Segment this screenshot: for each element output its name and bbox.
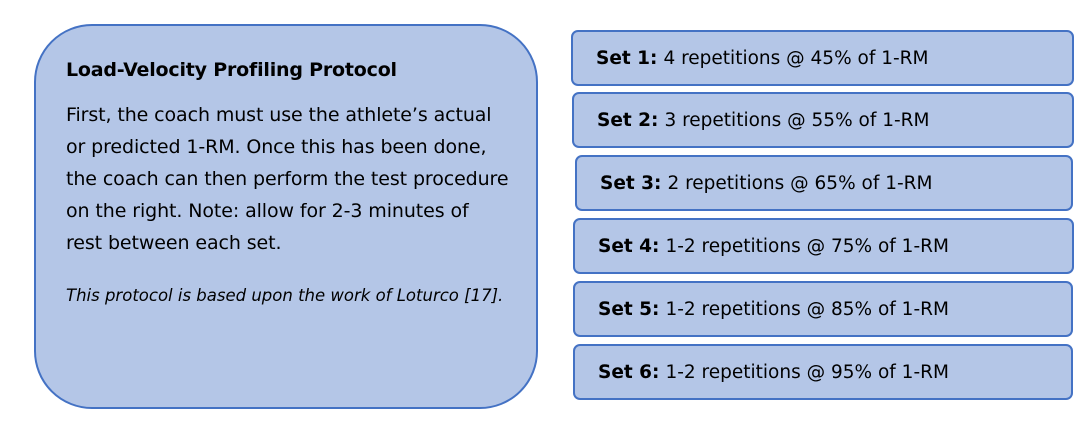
- set-label: Set 4:: [598, 235, 660, 257]
- set-box-5: Set 5: 1-2 repetitions @ 85% of 1-RM: [573, 281, 1073, 337]
- set-description: 4 repetitions @ 45% of 1-RM: [663, 47, 929, 69]
- set-box-6: Set 6: 1-2 repetitions @ 95% of 1-RM: [573, 344, 1073, 400]
- protocol-description-box: Load-Velocity Profiling Protocol First, …: [34, 24, 538, 409]
- set-box-4: Set 4: 1-2 repetitions @ 75% of 1-RM: [573, 218, 1074, 274]
- set-label: Set 2:: [597, 109, 659, 131]
- protocol-body-text: First, the coach must use the athlete’s …: [66, 104, 509, 254]
- set-description: 3 repetitions @ 55% of 1-RM: [664, 109, 930, 131]
- protocol-citation-note: This protocol is based upon the work of …: [66, 286, 504, 305]
- set-box-3: Set 3: 2 repetitions @ 65% of 1-RM: [575, 155, 1073, 211]
- set-description: 1-2 repetitions @ 75% of 1-RM: [665, 235, 949, 257]
- set-label: Set 6:: [598, 361, 660, 383]
- set-description: 1-2 repetitions @ 95% of 1-RM: [665, 361, 949, 383]
- set-description: 1-2 repetitions @ 85% of 1-RM: [665, 298, 949, 320]
- set-description: 2 repetitions @ 65% of 1-RM: [667, 172, 933, 194]
- set-label: Set 3:: [600, 172, 662, 194]
- set-box-1: Set 1: 4 repetitions @ 45% of 1-RM: [571, 30, 1074, 86]
- set-label: Set 1:: [596, 47, 658, 69]
- set-box-2: Set 2: 3 repetitions @ 55% of 1-RM: [572, 92, 1074, 148]
- set-label: Set 5:: [598, 298, 660, 320]
- protocol-title: Load-Velocity Profiling Protocol: [66, 59, 397, 81]
